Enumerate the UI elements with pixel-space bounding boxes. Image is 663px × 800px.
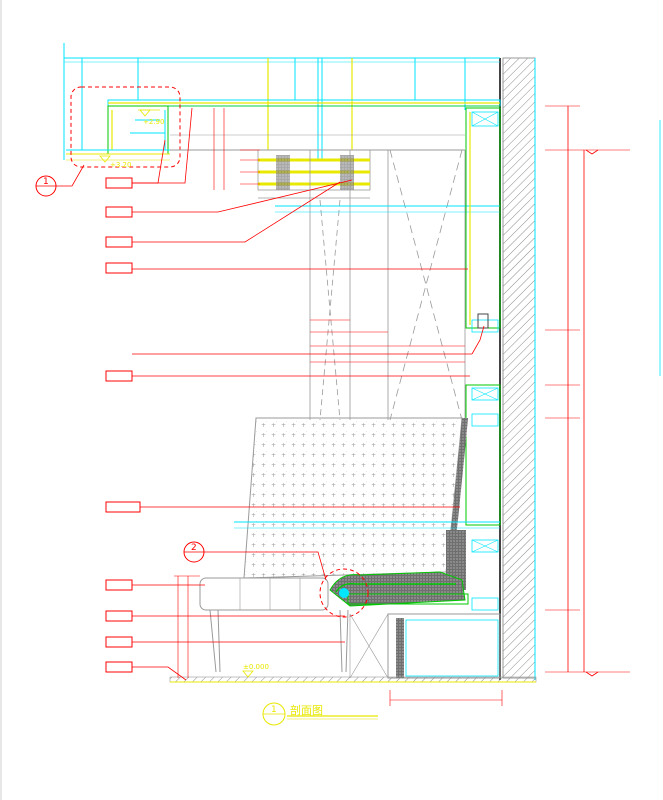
callout-tag-10 <box>105 661 133 673</box>
dimension-lines-horizontal <box>174 108 503 706</box>
drawing-title-text: 剖面图 <box>290 703 323 717</box>
level-label-ceiling-a: +2.90 <box>143 118 164 126</box>
detail-bubble-top-number: 1 <box>43 177 49 187</box>
callout-tag-9 <box>105 636 133 648</box>
callout-tags <box>105 107 485 681</box>
sofa-backrest <box>234 417 500 590</box>
sofa-seat <box>199 568 501 679</box>
callout-tag-1 <box>105 177 133 189</box>
partition-frame <box>275 149 500 421</box>
callout-tag-8 <box>105 610 133 622</box>
ceiling-structure <box>63 43 501 168</box>
level-mark-ceiling-a: +2.90 <box>138 109 164 126</box>
wall-cladding <box>465 107 501 611</box>
concrete-wall <box>499 57 536 680</box>
level-label-floor: ±0.000 <box>243 663 269 671</box>
callout-tag-5 <box>105 370 133 382</box>
detail-bubble-mid: 2 <box>183 541 327 581</box>
callout-tag-7 <box>105 579 133 591</box>
detail-bubble-top: 1 <box>35 164 85 197</box>
drawing-title: 1 剖面图 <box>262 702 378 726</box>
callout-tag-3 <box>105 236 133 248</box>
floor-slab: ±0.000 <box>169 663 537 683</box>
callout-tag-6 <box>105 501 141 513</box>
detail-bubble-mid-number: 2 <box>191 543 197 553</box>
callout-tag-2 <box>105 206 133 218</box>
drawing-title-number: 1 <box>271 705 277 715</box>
callout-tag-4 <box>105 262 133 274</box>
level-label-ceiling-b: +3.20 <box>110 161 131 169</box>
dimension-chain-right <box>545 105 661 677</box>
level-mark-ceiling-b: +3.20 <box>99 155 131 169</box>
suspended-slats <box>257 149 371 199</box>
